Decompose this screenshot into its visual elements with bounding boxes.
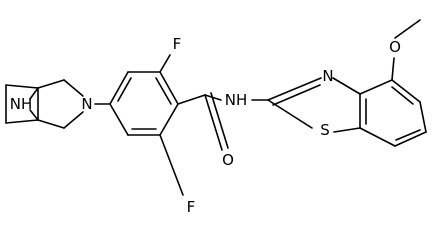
amide-nh-label: NH (225, 91, 248, 109)
fluorine-bonds (159, 54, 184, 196)
thiazole-nitrogen-label: N (322, 67, 333, 85)
fluorine-top-label: F (173, 35, 182, 53)
structure-svg: F F N NH NH O (5, 19, 427, 216)
benzene-ring (109, 71, 179, 136)
bicyclic-cage (5, 79, 84, 129)
fluorine-bottom-label: F (187, 198, 196, 216)
bridge-nh-label: NH (10, 95, 33, 113)
benzothiazole-ring (251, 77, 427, 147)
amide-bonds (177, 92, 229, 151)
ring-nitrogen-label: N (81, 95, 92, 113)
thiazole-sulfur-label: S (320, 121, 330, 139)
molecule-drawing: F F N NH NH O (5, 19, 427, 216)
methoxy-oxygen-label: O (389, 38, 401, 56)
carbonyl-oxygen-label: O (222, 151, 234, 169)
methoxy-bonds (391, 19, 421, 81)
